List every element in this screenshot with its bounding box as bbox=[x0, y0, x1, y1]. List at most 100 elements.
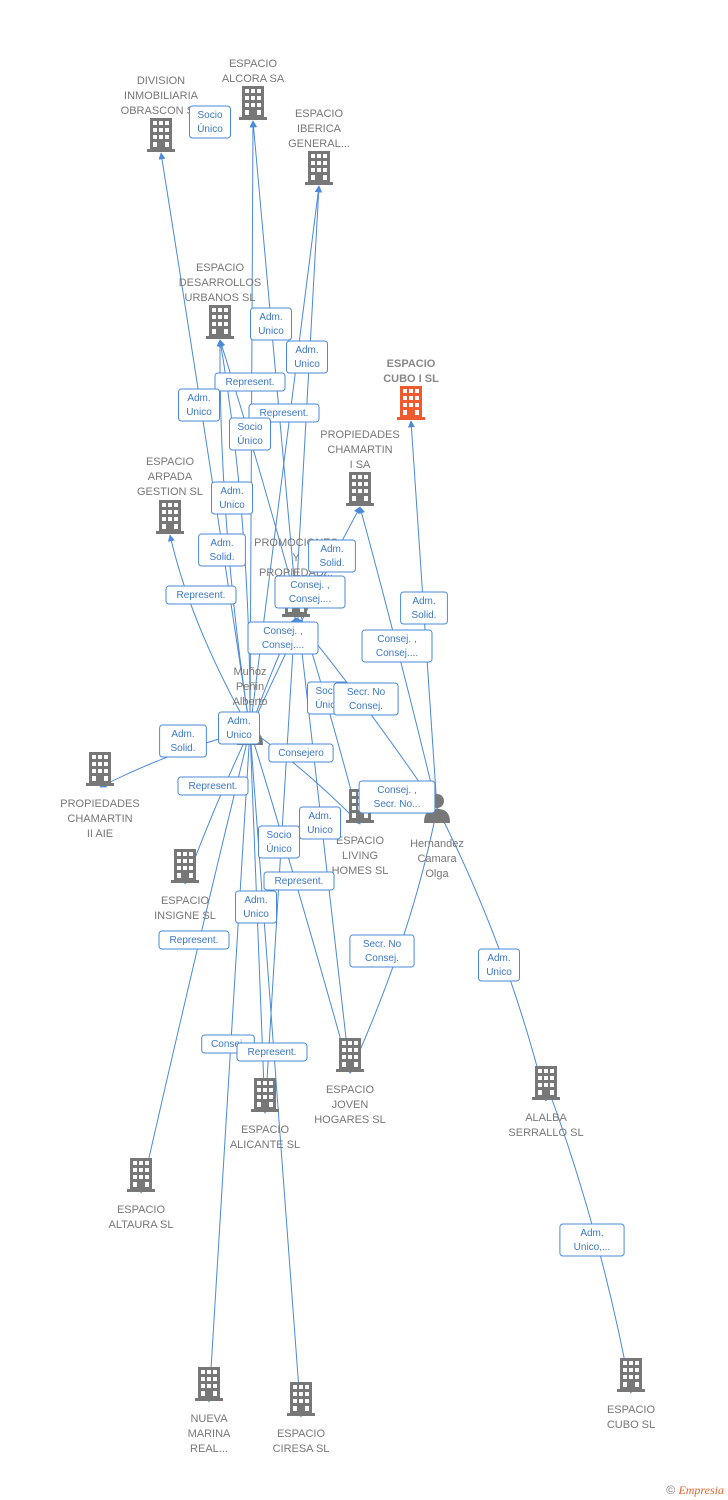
edge-label[interactable]: Represent. bbox=[263, 871, 335, 891]
building-icon bbox=[617, 1358, 645, 1392]
edge-label[interactable]: Consej. ,Consej.... bbox=[361, 629, 433, 663]
node-label-line: Hernandez bbox=[410, 838, 464, 850]
edge-label[interactable]: Adm.Unico,... bbox=[559, 1223, 625, 1257]
node-label-line: Peñin bbox=[236, 681, 264, 693]
edge-label-text: Adm. bbox=[320, 544, 343, 555]
node-label-line: CHAMARTIN bbox=[67, 813, 132, 825]
node-label-line: Camara bbox=[417, 853, 457, 865]
edge-label[interactable]: Adm.Unico bbox=[250, 307, 292, 341]
building-icon bbox=[305, 151, 333, 185]
edge-label[interactable]: Consejero bbox=[268, 743, 334, 763]
edge-label[interactable]: Adm.Unico bbox=[211, 481, 253, 515]
edge-label[interactable]: Adm.Solid. bbox=[159, 724, 207, 758]
edge-label-box bbox=[229, 417, 271, 451]
node-label-line: REAL... bbox=[190, 1443, 228, 1455]
edges-layer bbox=[99, 120, 634, 1418]
edge-label[interactable]: Adm.Solid. bbox=[198, 533, 246, 567]
edge-label-text: Unico bbox=[294, 359, 320, 370]
node-label-line: CUBO SL bbox=[607, 1419, 655, 1431]
edge-label[interactable]: Adm. Solid. bbox=[400, 591, 448, 625]
edge-label-text: Unico bbox=[307, 825, 333, 836]
edge-label[interactable]: Consej. ,Consej.... bbox=[247, 621, 319, 655]
edge-label-box bbox=[268, 743, 334, 763]
brand-logo[interactable]: Empresia bbox=[678, 1483, 724, 1497]
edge-label[interactable]: Adm.Unico bbox=[178, 388, 220, 422]
company-node-nueva_marina[interactable]: NUEVAMARINAREAL... bbox=[188, 1367, 231, 1455]
edge-label[interactable]: Represent. bbox=[236, 1042, 308, 1062]
edge-label[interactable]: Consej. ,Consej.... bbox=[274, 575, 346, 609]
node-label-line: INMOBILIARIA bbox=[124, 90, 199, 102]
building-icon bbox=[147, 118, 175, 152]
edge-label[interactable]: Represent. bbox=[177, 776, 249, 796]
node-label-line: IBERICA bbox=[297, 123, 342, 135]
edge-label[interactable]: Adm.Unico bbox=[286, 340, 328, 374]
edge-munoz-to-division bbox=[158, 152, 251, 731]
building-icon bbox=[156, 500, 184, 534]
node-label-line: DESARROLLOS bbox=[179, 277, 262, 289]
node-label-line: INSIGNE SL bbox=[154, 910, 216, 922]
node-label-line: ESPACIO bbox=[146, 456, 195, 468]
node-label-line: OBRASCON SA bbox=[121, 105, 202, 117]
edge-label-text: Secr. No... bbox=[374, 799, 421, 810]
edge-label-text: Consejero bbox=[278, 748, 324, 759]
edge-label[interactable]: Represent. bbox=[214, 372, 286, 392]
edge-labels-layer: SocioÚnicoAdm.UnicoAdm.UnicoRepresent.Ad… bbox=[158, 105, 625, 1257]
edge-label[interactable]: Adm.Unico bbox=[478, 948, 520, 982]
edge-label[interactable]: Adm.Unico bbox=[299, 806, 341, 840]
edge-label-text: Adm. bbox=[244, 895, 267, 906]
edge-label-text: Socio bbox=[197, 110, 222, 121]
edge-label-box bbox=[308, 539, 356, 573]
edge-label[interactable]: Adm.Unico bbox=[218, 711, 260, 745]
node-label-line: I SA bbox=[350, 459, 371, 471]
edge-label-box bbox=[189, 105, 231, 139]
edge-label-text: Solid. bbox=[319, 558, 344, 569]
edge-label-box bbox=[400, 591, 448, 625]
edge-label[interactable]: Represent. bbox=[158, 930, 230, 950]
edge-label-box bbox=[559, 1223, 625, 1257]
edge-label-text: Consej.... bbox=[376, 648, 418, 659]
node-label-line: JOVEN bbox=[332, 1099, 369, 1111]
building-icon bbox=[346, 472, 374, 506]
edge-label-box bbox=[263, 871, 335, 891]
edge-label-box bbox=[361, 629, 433, 663]
edge-label[interactable]: Adm. Solid. bbox=[308, 539, 356, 573]
edge-promociones-to-iberica bbox=[295, 185, 323, 601]
edge-label[interactable]: Adm.Unico bbox=[235, 890, 277, 924]
edge-label-text: Unico,... bbox=[574, 1242, 611, 1253]
edge-label[interactable]: Consej. ,Secr. No... bbox=[358, 780, 436, 814]
edge-label-box bbox=[274, 575, 346, 609]
company-node-iberica[interactable]: ESPACIOIBERICAGENERAL... bbox=[288, 108, 350, 185]
edge-promociones-to-desarrollos bbox=[218, 339, 297, 601]
edge-label-text: Adm. bbox=[412, 596, 435, 607]
edge-label[interactable]: Represent. bbox=[165, 585, 237, 605]
node-label-line: GESTION SL bbox=[137, 486, 203, 498]
node-label-line: ALCORA SA bbox=[222, 73, 285, 85]
edge-label-text: Solid. bbox=[411, 610, 436, 621]
edge-label-text: Consej. , bbox=[263, 626, 302, 637]
node-label-line: SERRALLO SL bbox=[508, 1127, 583, 1139]
edge-label-box bbox=[177, 776, 249, 796]
